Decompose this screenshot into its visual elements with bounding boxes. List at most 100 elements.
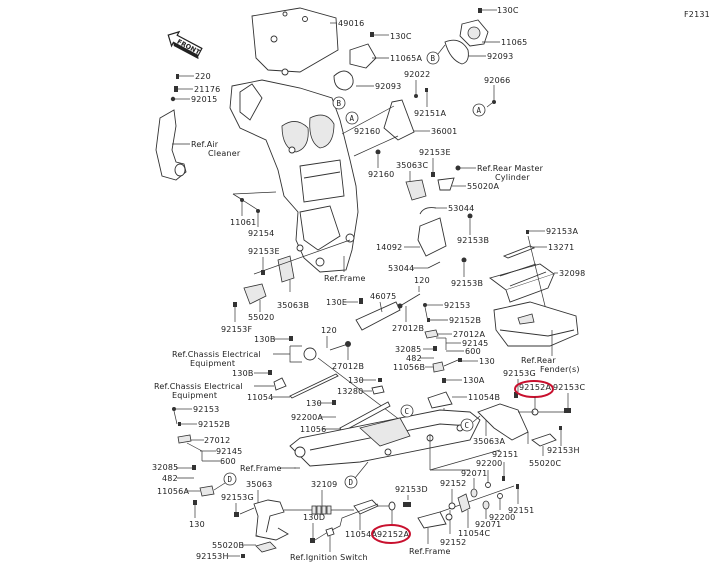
ref-chassis-elec-lower-line1: Ref.Chassis Electrical xyxy=(154,382,243,391)
label-92153h-left: 92153H xyxy=(196,552,229,561)
label-35063c: 35063C xyxy=(396,161,428,170)
label-92145-right: 92145 xyxy=(462,339,488,348)
label-92153-left: 92153 xyxy=(193,405,219,414)
label-92153b-upper: 92153B xyxy=(457,236,489,245)
ref-chassis-elec-upper-line2: Equipment xyxy=(190,359,235,368)
ref-marker-b-frame xyxy=(332,96,346,110)
part-35063a-bracket xyxy=(477,403,529,441)
part-46075-guide xyxy=(355,301,401,331)
label-130-left: 130 xyxy=(189,520,205,529)
part-53044-hose-upper xyxy=(419,207,437,215)
label-220: 220 xyxy=(195,72,211,81)
part-32109-spacer xyxy=(311,505,332,515)
ref-marker-a-frame xyxy=(345,111,359,125)
label-120-mid: 120 xyxy=(321,326,337,335)
ref-marker-c-frame xyxy=(400,404,414,418)
ref-chassis-elec-upper-line1: Ref.Chassis Electrical xyxy=(172,350,261,359)
part-55020-guard xyxy=(243,283,267,305)
label-27012a: 27012A xyxy=(453,330,485,339)
label-92152a-right: 92152A xyxy=(519,383,551,392)
ref-marker-c-label: C xyxy=(465,421,470,430)
label-14092: 14092 xyxy=(376,243,402,252)
label-482-left: 482 xyxy=(162,474,178,483)
label-92022: 92022 xyxy=(404,70,430,79)
label-130-13280: 130 xyxy=(348,376,364,385)
part-11054-rod xyxy=(289,373,339,399)
figure-code: F2131 xyxy=(684,10,710,19)
label-92071-lower: 92071 xyxy=(475,520,501,529)
label-600-left: 600 xyxy=(220,457,236,466)
label-27012b-right: 27012B xyxy=(392,324,424,333)
part-11065a-cap xyxy=(349,43,377,69)
ref-chassis-elec-lower-line2: Equipment xyxy=(172,391,217,400)
part-92093-gasket xyxy=(444,39,469,65)
label-11061: 11061 xyxy=(230,218,256,227)
label-130a: 130A xyxy=(463,376,485,385)
label-92153-right: 92153 xyxy=(444,301,470,310)
label-92154: 92154 xyxy=(248,229,274,238)
label-32085-right: 32085 xyxy=(395,345,421,354)
ref-rear-master-line2: Cylinder xyxy=(495,173,530,182)
label-27012b-left: 27012B xyxy=(332,362,364,371)
ref-marker-b-label: B xyxy=(431,54,436,63)
label-53044-upper: 53044 xyxy=(448,204,474,213)
label-92153f: 92153F xyxy=(221,325,252,334)
label-92152-lower: 92152 xyxy=(440,538,466,547)
part-53044-hose-lower xyxy=(427,261,441,269)
part-32098-tray xyxy=(489,263,555,303)
ref-rear-fender-line1: Ref.Rear xyxy=(521,356,556,365)
ref-marker-c-frame-label: C xyxy=(405,407,410,416)
ref-marker-b-frame-label: B xyxy=(337,99,342,108)
part-frame-link-lower xyxy=(417,511,447,529)
label-92152b-right: 92152B xyxy=(449,316,481,325)
label-92153e-top: 92153E xyxy=(419,148,451,157)
label-92153g-left: 92153G xyxy=(221,493,254,502)
label-36001: 36001 xyxy=(431,127,457,136)
label-11054c: 11054C xyxy=(458,529,490,538)
label-130b-lower: 130B xyxy=(232,369,254,378)
main-frame xyxy=(229,79,359,273)
label-32098: 32098 xyxy=(559,269,585,278)
ref-ignition-switch: Ref.Ignition Switch xyxy=(290,553,368,562)
part-36001-bracket xyxy=(383,99,415,141)
label-11056a: 11056A xyxy=(157,487,189,496)
label-92200-upper: 92200 xyxy=(476,459,502,468)
label-32109: 32109 xyxy=(311,480,337,489)
label-92015: 92015 xyxy=(191,95,217,104)
label-92153a: 92153A xyxy=(546,227,578,236)
label-92153e-left: 92153E xyxy=(248,247,280,256)
ref-frame-left: Ref.Frame xyxy=(240,464,282,473)
label-130-92200a: 130 xyxy=(306,399,322,408)
ref-marker-d-frame xyxy=(344,475,358,489)
label-11056b: 11056B xyxy=(393,363,425,372)
ref-frame-upper: Ref.Frame xyxy=(324,274,366,283)
label-11054b: 11054B xyxy=(468,393,500,402)
label-130c-top: 130C xyxy=(497,6,519,15)
ref-marker-d xyxy=(223,472,237,486)
label-92153c: 92153C xyxy=(553,383,585,392)
part-55020a-guard xyxy=(437,177,455,191)
label-35063: 35063 xyxy=(246,480,272,489)
label-11054a: 11054A xyxy=(345,530,377,539)
lower-subframe xyxy=(289,409,481,467)
label-130b-upper: 130B xyxy=(254,335,276,344)
part-35063b-bracket xyxy=(277,255,295,283)
front-arrow-icon: FRONT xyxy=(167,30,203,60)
part-55020c-guard xyxy=(531,433,557,447)
label-130-right: 130 xyxy=(479,357,495,366)
ref-marker-d-frame-label: D xyxy=(349,478,354,487)
part-11065-cap xyxy=(459,19,489,47)
label-11056: 11056 xyxy=(300,425,326,434)
label-92151a: 92151A xyxy=(414,109,446,118)
label-92066: 92066 xyxy=(484,76,510,85)
ref-marker-c xyxy=(460,418,474,432)
part-14092-cover xyxy=(417,217,447,257)
label-11054: 11054 xyxy=(247,393,273,402)
ref-rear-fender-line2: Fender(s) xyxy=(540,365,580,374)
ref-marker-a xyxy=(472,103,486,117)
label-55020b: 55020B xyxy=(212,541,244,550)
label-92160-upper: 92160 xyxy=(354,127,380,136)
label-120-top: 120 xyxy=(414,276,430,285)
part-11054b-bracket xyxy=(427,391,453,409)
label-13280: 13280 xyxy=(337,387,363,396)
